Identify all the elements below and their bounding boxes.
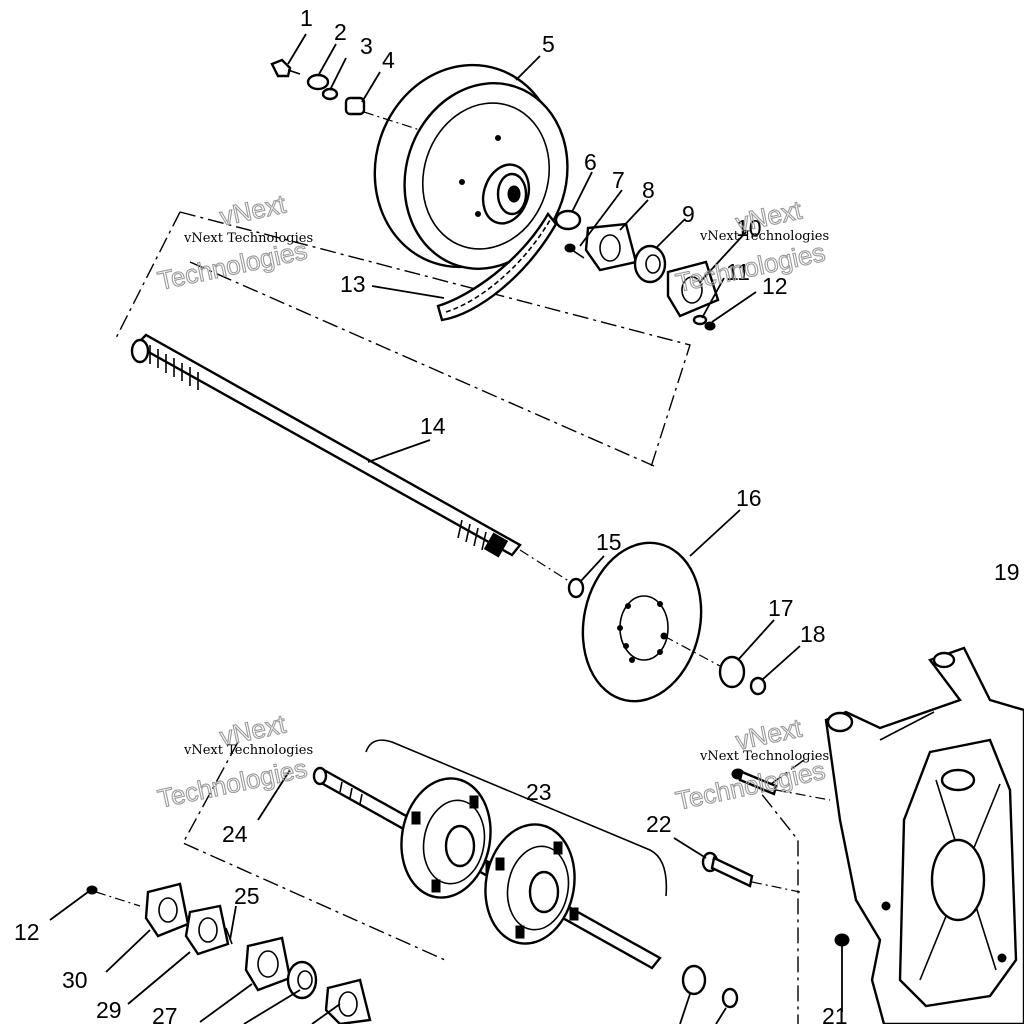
- seal-lower: [681, 964, 707, 996]
- callout-15: 15: [596, 529, 622, 555]
- flange-lower-right: [324, 978, 372, 1024]
- group-boundary-lower: [182, 741, 805, 1024]
- callout-9: 9: [682, 201, 695, 227]
- chaincase-housing: [824, 646, 1024, 1024]
- callout-29: 29: [96, 997, 122, 1023]
- watermark-large-top: vNext: [217, 189, 289, 232]
- leader-lines: [49, 33, 843, 1024]
- shaft-spline-end: [457, 519, 487, 551]
- watermark-small: vNext Technologies: [699, 229, 829, 244]
- drive-pulley: [373, 63, 569, 270]
- drive-sprocket-left: [400, 777, 495, 899]
- watermark-large-bottom: Technologies: [673, 755, 828, 816]
- group-boundary-upper: [115, 211, 691, 471]
- drive-sprocket-right: [484, 823, 579, 945]
- nut-21: [834, 933, 850, 947]
- bolt-22: [701, 851, 754, 888]
- callout-25: 25: [234, 883, 260, 909]
- watermark-small: vNext Technologies: [183, 231, 313, 246]
- callout-21: 21: [822, 1003, 848, 1024]
- shaft-splines: [149, 345, 199, 390]
- hardware-washer-3: [321, 87, 339, 101]
- flange-30: [144, 882, 190, 938]
- watermark-top-right: vNext Technologies vNext Technologies: [672, 194, 829, 298]
- watermark-top-left: vNext Technologies vNext Technologies: [154, 188, 313, 296]
- callout-30: 30: [62, 967, 88, 993]
- callout-numbers: 1 2 3 4 5 6 7 8 9 10 11 12 13 14 15 16 1…: [14, 5, 1020, 1024]
- callout-18: 18: [800, 621, 826, 647]
- callout-27: 27: [152, 1003, 178, 1024]
- callout-19: 19: [994, 559, 1020, 585]
- callout-11: 11: [726, 259, 750, 285]
- flange-27: [244, 936, 292, 992]
- callout-7: 7: [612, 167, 625, 193]
- callout-12-upper: 12: [762, 273, 788, 299]
- callout-23: 23: [526, 779, 552, 805]
- hardware-bolt: [270, 58, 301, 78]
- drive-shaft: [130, 333, 576, 586]
- flange-8: [584, 222, 638, 272]
- watermark-small: vNext Technologies: [183, 743, 313, 758]
- watermark-small: vNext Technologies: [699, 749, 829, 764]
- screw-7: [564, 243, 585, 259]
- washer-6: [554, 209, 582, 231]
- callout-4: 4: [382, 47, 395, 73]
- nut-12: [704, 321, 716, 331]
- watermark-bottom-left: vNext Technologies vNext Technologies: [154, 708, 313, 814]
- nut-12-lower: [86, 885, 98, 895]
- o-ring-15: [567, 577, 585, 599]
- seal-17: [718, 655, 746, 689]
- assembly-bracket-23: [365, 739, 668, 897]
- bearing-lower: [286, 960, 318, 1000]
- callout-6: 6: [584, 149, 597, 175]
- callout-2: 2: [334, 19, 347, 45]
- callout-1: 1: [300, 5, 313, 31]
- o-ring-lower: [721, 987, 739, 1009]
- callout-8: 8: [642, 177, 655, 203]
- watermark-large-bottom: Technologies: [673, 237, 828, 298]
- bearing-9: [633, 244, 667, 284]
- watermark-large-bottom: Technologies: [155, 753, 310, 814]
- hardware-spacer-4: [344, 96, 366, 116]
- watermark-bottom-right: vNext Technologies vNext Technologies: [672, 712, 829, 816]
- callout-10: 10: [736, 215, 762, 241]
- washer-11: [692, 314, 708, 326]
- callout-24: 24: [222, 821, 248, 847]
- callout-16: 16: [736, 485, 762, 511]
- callout-14: 14: [420, 413, 446, 439]
- callout-5: 5: [542, 31, 555, 57]
- screw-25: [225, 927, 233, 945]
- callout-3: 3: [360, 33, 373, 59]
- gasket-29: [184, 904, 230, 956]
- callout-12-lower: 12: [14, 919, 40, 945]
- bolt-20: [731, 768, 778, 796]
- hardware-washer-2: [306, 73, 330, 91]
- callout-22: 22: [646, 811, 672, 837]
- callout-17: 17: [768, 595, 794, 621]
- callout-13: 13: [340, 271, 366, 297]
- brake-disc: [581, 541, 703, 703]
- o-ring-18: [749, 676, 767, 696]
